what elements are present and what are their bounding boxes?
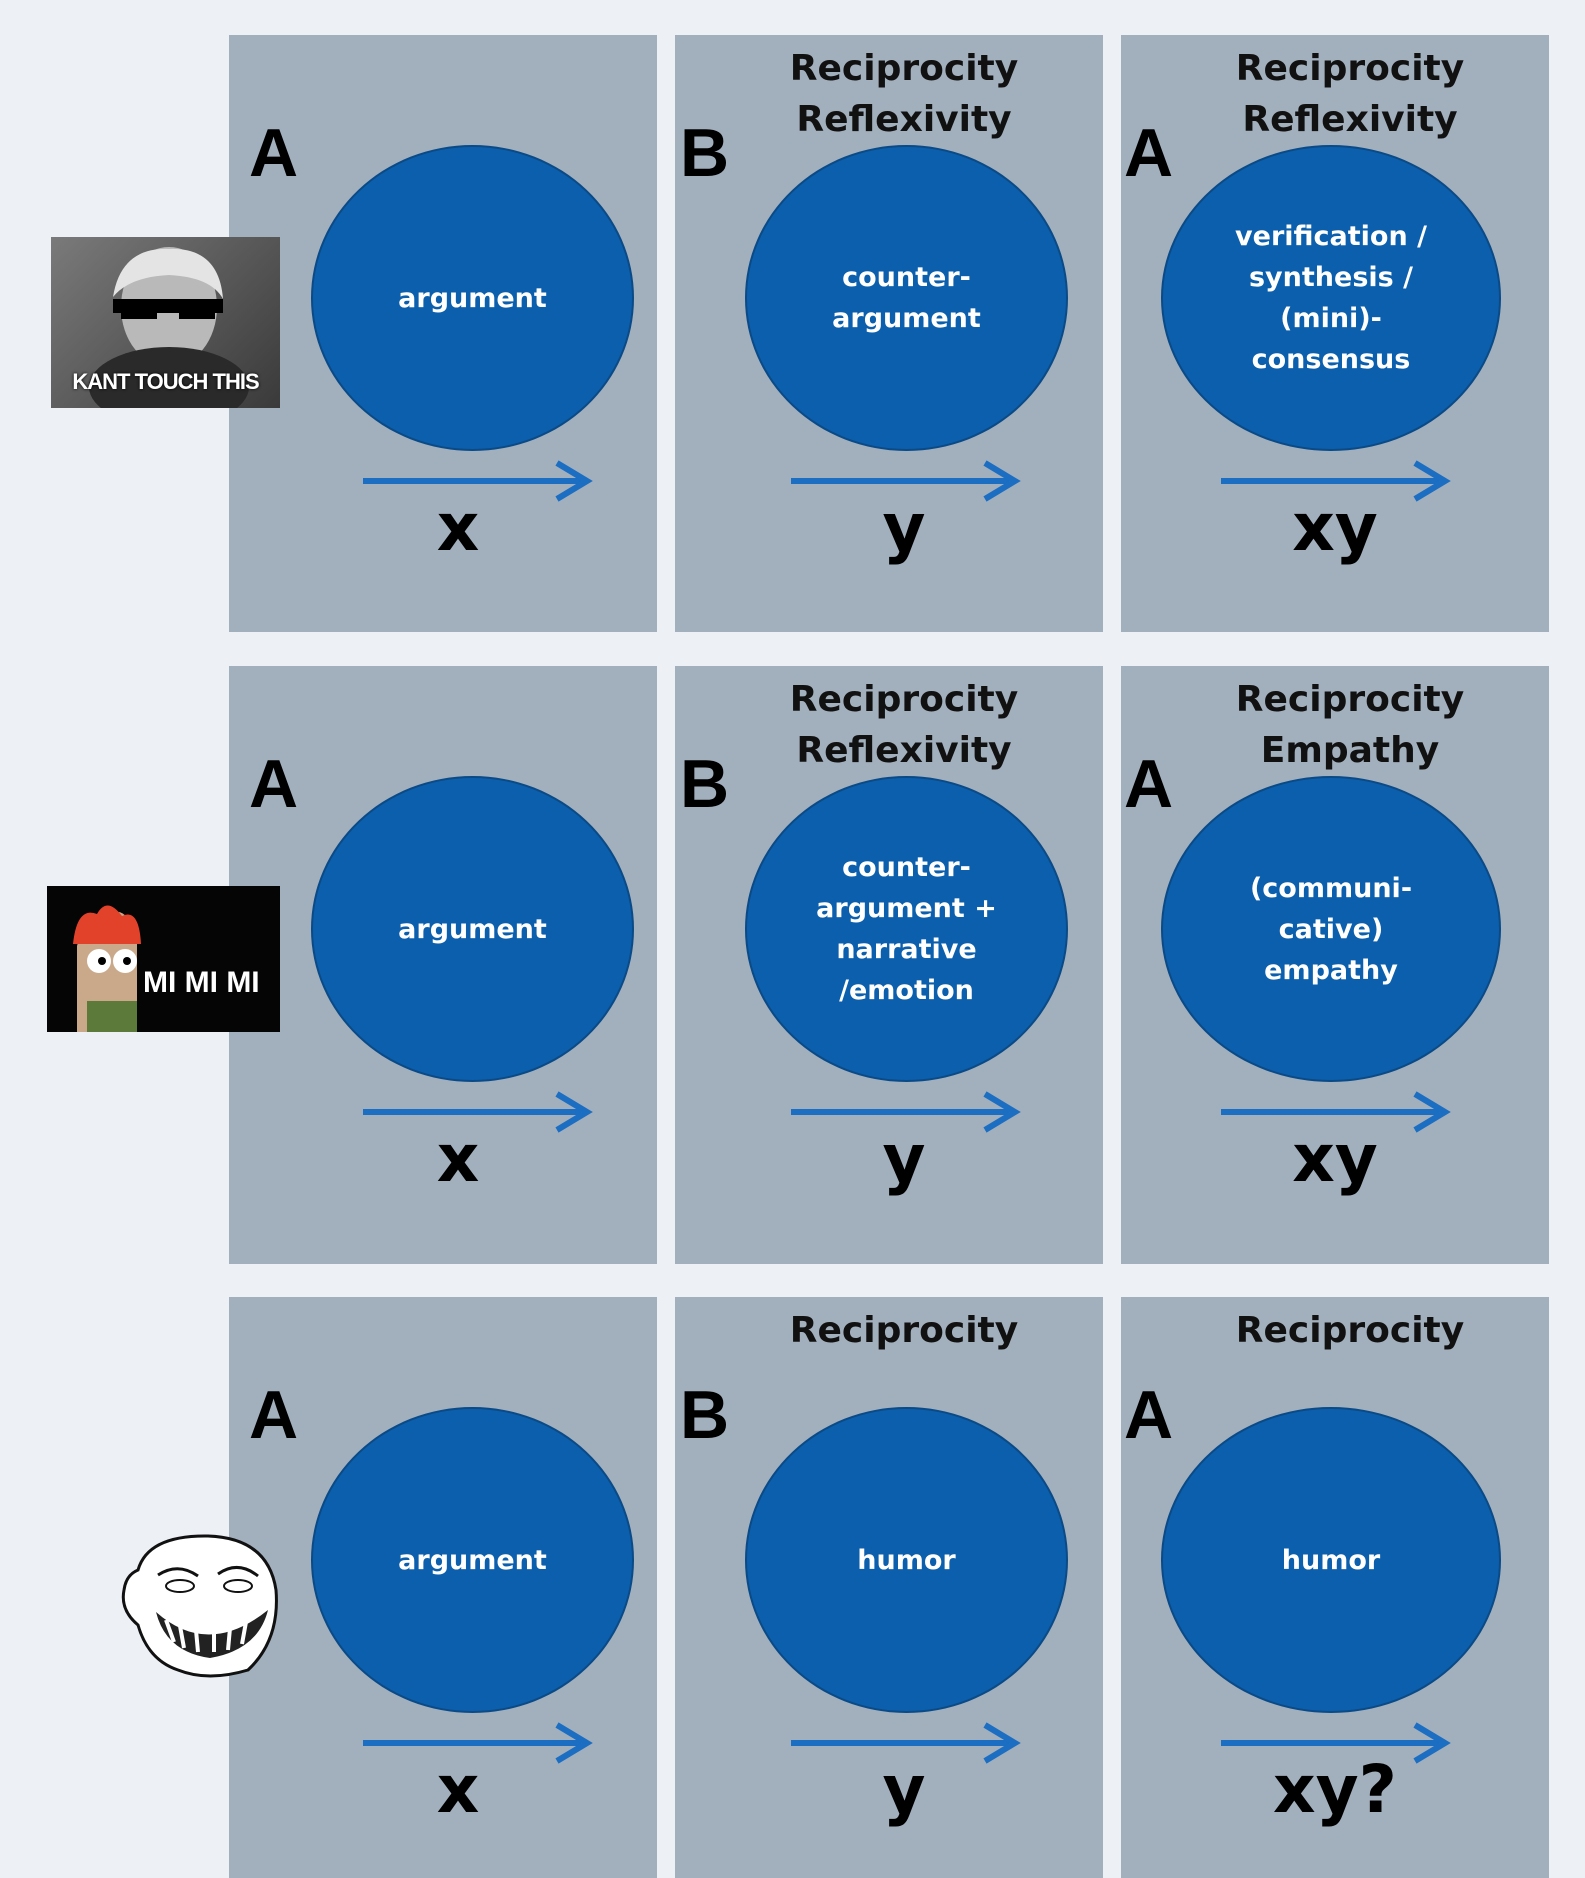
heading-line: Reciprocity bbox=[789, 48, 1019, 89]
heading-line: Reciprocity bbox=[1235, 679, 1465, 720]
stage-label: argument bbox=[398, 282, 547, 314]
outcome-variable: x bbox=[436, 489, 480, 566]
heading-line: Reciprocity bbox=[789, 679, 1019, 720]
arrow-right-icon bbox=[363, 460, 593, 502]
stage-label: (communi- cative) empathy bbox=[1249, 872, 1413, 986]
stage-label: humor bbox=[1281, 1544, 1381, 1576]
panel-row1-col1: A argument x bbox=[229, 35, 657, 632]
trollface-image bbox=[118, 1530, 280, 1682]
stage-circle: counter- argument bbox=[745, 145, 1068, 451]
arrow-right-icon bbox=[791, 1722, 1021, 1764]
outcome-variable: x bbox=[436, 1751, 480, 1828]
outcome-variable: xy bbox=[1292, 1120, 1378, 1197]
beaker-meme-image: MI MI MI bbox=[47, 886, 280, 1032]
outcome-variable: xy bbox=[1292, 489, 1378, 566]
heading-line: Reciprocity bbox=[1235, 1310, 1465, 1351]
stage-circle: argument bbox=[311, 1407, 634, 1713]
speaker-letter: B bbox=[680, 115, 730, 191]
speaker-letter: A bbox=[249, 746, 299, 822]
speaker-letter: B bbox=[680, 746, 730, 822]
panel-heading: Reciprocity bbox=[675, 1305, 1103, 1356]
speaker-letter: B bbox=[680, 1377, 730, 1453]
meme-caption: KANT TOUCH THIS bbox=[72, 369, 259, 394]
stage-circle: (communi- cative) empathy bbox=[1161, 776, 1501, 1082]
panel-row2-col1: A argument x bbox=[229, 666, 657, 1264]
panel-row3-col2: Reciprocity B humor y bbox=[675, 1297, 1103, 1878]
speaker-letter: A bbox=[1124, 1377, 1174, 1453]
meme-caption: MI MI MI bbox=[143, 966, 260, 999]
arrow-right-icon bbox=[791, 1091, 1021, 1133]
panel-row3-col1: A argument x bbox=[229, 1297, 657, 1878]
stage-label: verification / synthesis / (mini)- conse… bbox=[1235, 221, 1427, 375]
speaker-letter: A bbox=[249, 115, 299, 191]
stage-circle: humor bbox=[1161, 1407, 1501, 1713]
arrow-right-icon bbox=[1221, 1091, 1451, 1133]
arrow-right-icon bbox=[363, 1722, 593, 1764]
stage-circle: argument bbox=[311, 145, 634, 451]
heading-line: Reflexivity bbox=[796, 730, 1012, 771]
stage-label: argument bbox=[398, 1544, 547, 1576]
panel-heading: Reciprocity bbox=[1121, 1305, 1549, 1356]
muppet-icon bbox=[73, 905, 141, 1032]
stage-circle: humor bbox=[745, 1407, 1068, 1713]
arrow-right-icon bbox=[1221, 1722, 1451, 1764]
outcome-variable: y bbox=[882, 1120, 926, 1197]
heading-line: Reciprocity bbox=[789, 1310, 1019, 1351]
stage-label: argument bbox=[398, 913, 547, 945]
outcome-variable: x bbox=[436, 1120, 480, 1197]
stage-circle: argument bbox=[311, 776, 634, 1082]
stage-label: counter- argument + narrative /emotion bbox=[816, 852, 997, 1006]
stage-label: counter- argument bbox=[832, 262, 981, 334]
heading-line: Reflexivity bbox=[796, 99, 1012, 140]
stage-label: humor bbox=[857, 1544, 956, 1576]
arrow-right-icon bbox=[1221, 460, 1451, 502]
stage-circle: verification / synthesis / (mini)- conse… bbox=[1161, 145, 1501, 451]
arrow-right-icon bbox=[791, 460, 1021, 502]
stage-circle: counter- argument + narrative /emotion bbox=[745, 776, 1068, 1082]
outcome-variable: xy? bbox=[1273, 1751, 1397, 1828]
speaker-letter: A bbox=[249, 1377, 299, 1453]
heading-line: Reciprocity bbox=[1235, 48, 1465, 89]
arrow-right-icon bbox=[363, 1091, 593, 1133]
outcome-variable: y bbox=[882, 489, 926, 566]
portrait-icon bbox=[89, 247, 249, 408]
kant-meme-image: KANT TOUCH THIS bbox=[51, 237, 280, 408]
speaker-letter: A bbox=[1124, 746, 1174, 822]
heading-line: Reflexivity bbox=[1242, 99, 1458, 140]
trollface-icon bbox=[121, 1534, 278, 1678]
outcome-variable: y bbox=[882, 1751, 926, 1828]
heading-line: Empathy bbox=[1260, 730, 1440, 771]
panel-row3-col3: Reciprocity A humor xy? bbox=[1121, 1297, 1549, 1878]
speaker-letter: A bbox=[1124, 115, 1174, 191]
